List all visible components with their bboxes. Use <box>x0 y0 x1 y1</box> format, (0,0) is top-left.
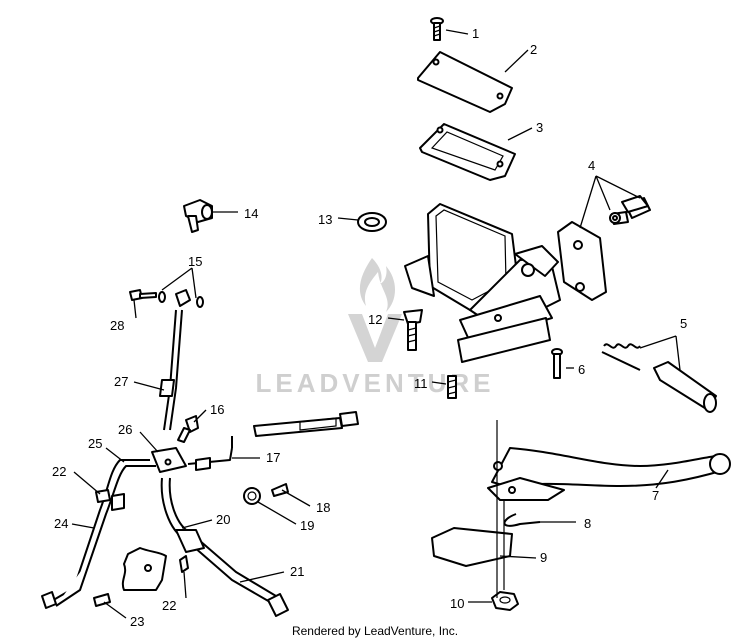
callout-3: 3 <box>536 120 543 135</box>
mounting-bolt-part <box>403 309 423 351</box>
bleeder-screw-part <box>447 375 457 399</box>
callout-1: 1 <box>472 26 479 41</box>
screw-part <box>430 17 444 41</box>
callout-9: 9 <box>540 550 547 565</box>
tee-fitting-part <box>183 199 213 233</box>
credit-text: Rendered by LeadVenture, Inc. <box>291 624 459 638</box>
callout-20: 20 <box>216 512 230 527</box>
callout-26: 26 <box>118 422 132 437</box>
return-spring-part <box>503 513 541 527</box>
callout-22-upper: 22 <box>52 464 66 479</box>
callout-4: 4 <box>588 158 595 173</box>
master-cylinder-body <box>404 203 561 363</box>
callout-22-lower: 22 <box>162 598 176 613</box>
callout-25: 25 <box>88 436 102 451</box>
callout-27: 27 <box>114 374 128 389</box>
pivot-pin-part <box>551 348 563 379</box>
brake-lever-part <box>487 447 731 501</box>
callout-15: 15 <box>188 254 202 269</box>
watermark-logo <box>348 258 402 362</box>
callout-6: 6 <box>578 362 585 377</box>
callout-28: 28 <box>110 318 124 333</box>
callout-24: 24 <box>54 516 68 531</box>
piston-spring-part <box>601 343 717 413</box>
banjo-bolt-part <box>129 289 204 308</box>
diaphragm-gasket-part <box>419 123 516 181</box>
fitting-part <box>177 415 199 443</box>
callout-11: 11 <box>414 376 428 391</box>
callout-18: 18 <box>316 500 330 515</box>
callout-labels: 1 2 3 4 5 6 7 8 9 10 11 12 13 14 15 16 1… <box>52 26 687 629</box>
callout-17: 17 <box>266 450 280 465</box>
brake-hose-upper <box>163 309 177 431</box>
callout-12: 12 <box>368 312 382 327</box>
callout-2: 2 <box>530 42 537 57</box>
callout-10: 10 <box>450 596 464 611</box>
nut-part <box>491 591 519 611</box>
callout-19: 19 <box>300 518 314 533</box>
hose-clamp-part <box>243 483 289 505</box>
callout-7: 7 <box>652 488 659 503</box>
callout-13: 13 <box>318 212 332 227</box>
brake-line-right <box>187 411 359 471</box>
callout-14: 14 <box>244 206 258 221</box>
reservoir-cover-part <box>417 51 513 113</box>
callout-8: 8 <box>584 516 591 531</box>
dust-boot-part <box>357 212 387 232</box>
leader-lines <box>71 29 681 619</box>
watermark-text: LEADVENTURE <box>255 368 494 398</box>
callout-23: 23 <box>130 614 144 629</box>
brake-switch-part <box>431 527 513 567</box>
mounting-bracket-part <box>93 547 167 607</box>
brake-hose-lower <box>160 477 289 617</box>
handlebar-clamp-part <box>557 195 651 301</box>
callout-16: 16 <box>210 402 224 417</box>
callout-21: 21 <box>290 564 304 579</box>
callout-5: 5 <box>680 316 687 331</box>
